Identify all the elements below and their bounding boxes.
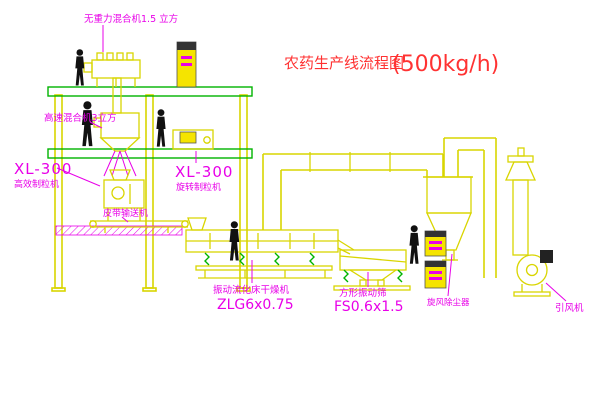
- diagram-title-capacity: (500kg/h): [392, 52, 499, 77]
- mixer-motor: [83, 62, 93, 73]
- label-top-mixer: 无重力混合机1.5 立方: [84, 13, 178, 25]
- person-figure: [75, 49, 85, 86]
- cabinet-screen: [425, 231, 446, 237]
- label-dryer-name: 振动流化床干燥机: [213, 284, 290, 296]
- induced-draft-fan: [513, 250, 553, 297]
- screen-base: [333, 285, 411, 291]
- label-granulator-left-model: XL-300: [14, 160, 72, 178]
- control-cabinet-right-1: [424, 230, 447, 257]
- leader-lines: [56, 25, 567, 302]
- foundation-hatch: [55, 225, 183, 236]
- person-figure: [156, 109, 166, 147]
- zero-gravity-mixer: [83, 52, 141, 114]
- granulator-left: [103, 169, 145, 221]
- screen-discharge: [347, 269, 399, 281]
- vibrating-screen: [333, 239, 411, 291]
- label-fan: 引风机: [555, 302, 584, 314]
- label-belt-conveyor: 皮带输送机: [103, 207, 148, 219]
- cabinet-indicator: [429, 241, 442, 244]
- cabinet-screen: [425, 261, 446, 267]
- fan-base: [513, 291, 551, 297]
- fan-motor: [540, 250, 553, 263]
- stack-cap: [507, 155, 534, 163]
- belt-conveyor: [89, 220, 189, 233]
- conveyor-roller: [89, 220, 97, 228]
- fluid-bed-dryer: [185, 217, 339, 279]
- label-granulator-left-name: 高效制粒机: [14, 178, 59, 190]
- y-pipe-left: [103, 150, 121, 177]
- cyclone-separator: [423, 137, 497, 278]
- cabinet-indicator: [181, 63, 192, 66]
- footing: [236, 287, 251, 292]
- person-figure: [409, 225, 419, 264]
- cyclone-discharge: [445, 249, 455, 261]
- spring: [239, 252, 245, 266]
- cabinet-indicator: [429, 247, 442, 250]
- spring: [204, 252, 210, 266]
- label-granulator-mid-name: 旋转制粒机: [176, 181, 221, 193]
- control-cabinet-top: [176, 41, 197, 88]
- y-pipe-right: [119, 150, 137, 177]
- person-figure: [229, 221, 240, 261]
- label-screen-model: FS0.6x1.5: [334, 299, 404, 315]
- spring: [397, 269, 403, 283]
- footing: [142, 287, 157, 292]
- cabinet-indicator: [181, 56, 192, 59]
- floor-slab-mid: [47, 148, 253, 159]
- dryer-inlet-hopper: [187, 217, 207, 231]
- exhaust-stack: [504, 147, 537, 256]
- footing: [51, 287, 66, 292]
- stack-knob: [517, 147, 525, 157]
- spring: [274, 252, 280, 266]
- rotary-granulator: [172, 129, 214, 150]
- label-dryer-model: ZLG6x0.75: [217, 297, 294, 313]
- label-cyclone: 旋风除尘器: [427, 297, 470, 308]
- mixer-motor: [93, 117, 102, 128]
- conveyor-roller: [181, 220, 189, 228]
- label-high-speed-mixer: 高速混合机3立方: [44, 112, 117, 124]
- dryer-base-frame: [195, 265, 333, 271]
- platform-structure: [47, 86, 253, 292]
- column-middle: [145, 94, 154, 289]
- cabinet-screen: [177, 42, 196, 50]
- exhaust-duct: [262, 152, 444, 230]
- high-speed-mixer: [93, 112, 141, 177]
- cabinet-indicator: [429, 271, 442, 274]
- cabinet-indicator: [429, 277, 442, 280]
- label-granulator-mid-model: XL-300: [175, 163, 233, 181]
- spring: [343, 269, 349, 283]
- diagram-title: 农药生产线流程图: [284, 54, 404, 72]
- spring: [309, 252, 315, 266]
- floor-slab-top: [47, 86, 253, 97]
- label-screen-name: 方形振动筛: [339, 287, 387, 299]
- stack-cone: [504, 161, 537, 181]
- control-cabinet-right-2: [424, 260, 447, 289]
